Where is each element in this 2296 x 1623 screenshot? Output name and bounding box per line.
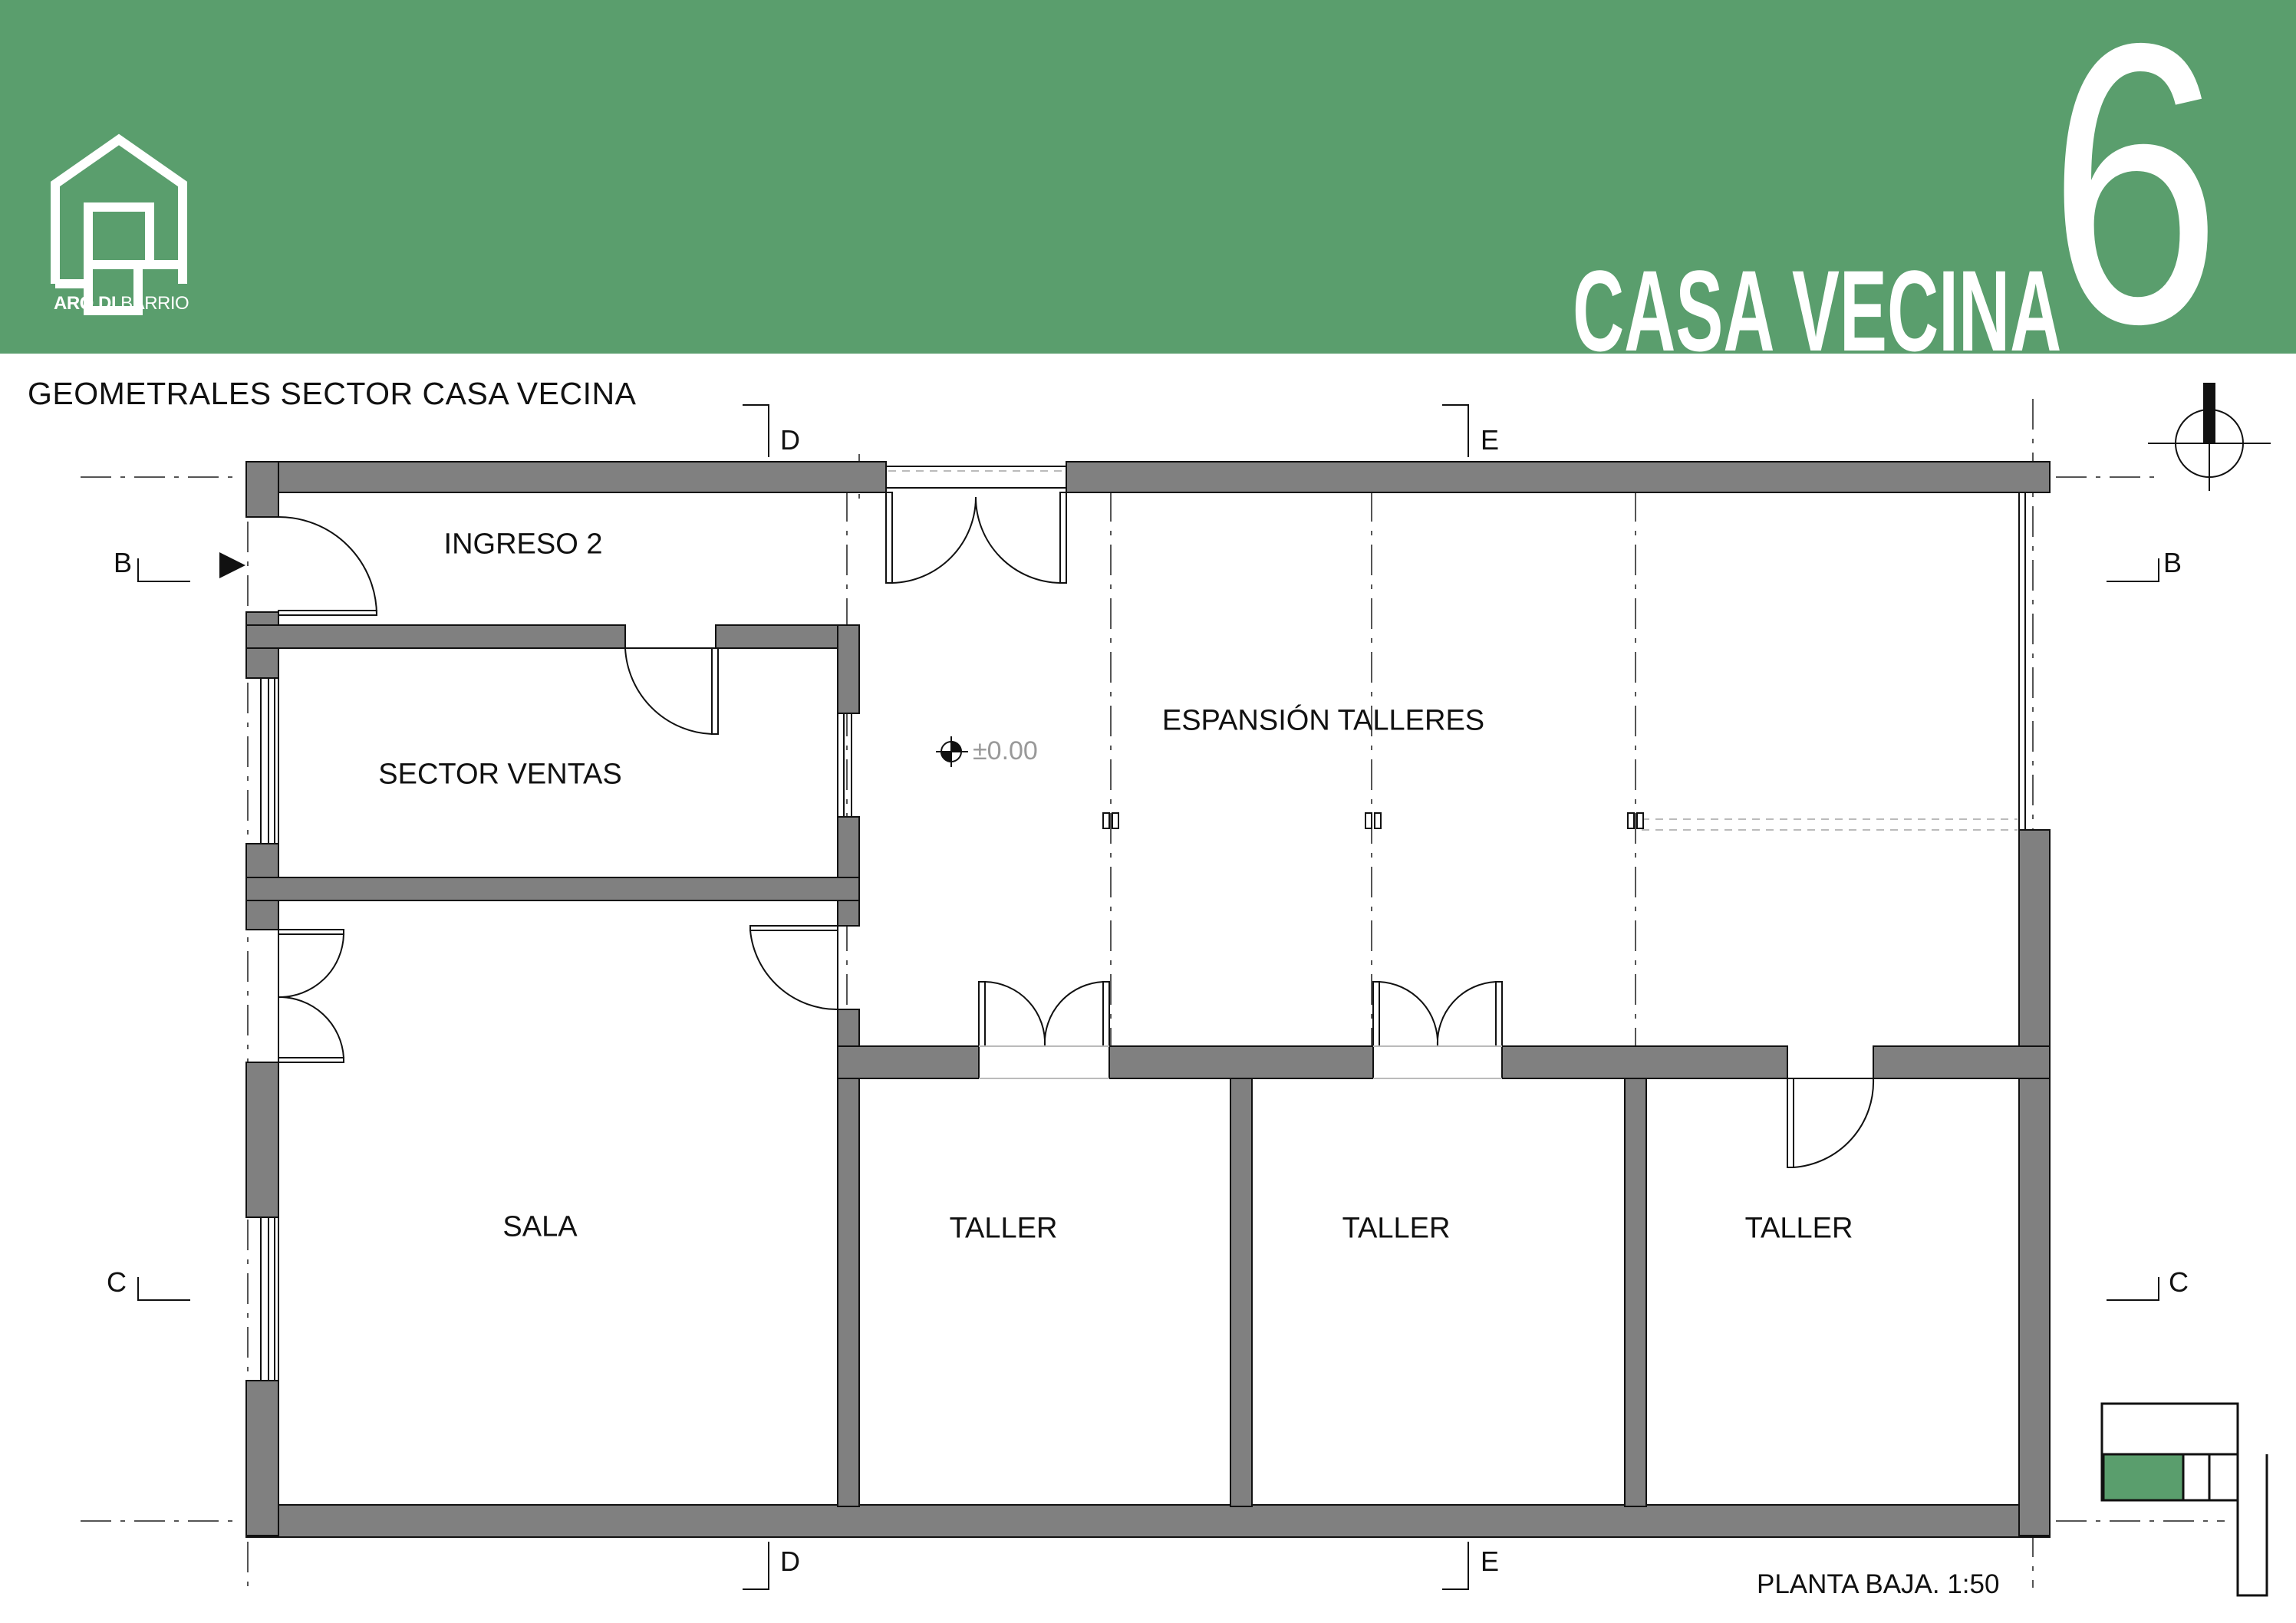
sheet-number: 6 [2048,0,2222,407]
section-mark-e-bottom: E [1480,1546,1500,1577]
section-mark-c-left: C [107,1266,127,1298]
dashed-roof-lines [875,470,2018,831]
section-mark-c-right: C [2169,1266,2189,1298]
key-plan-icon [2100,1402,2268,1597]
room-label-ventas: SECTOR VENTAS [378,758,622,791]
room-label-ingreso: INGRESO 2 [443,528,603,561]
room-label-taller-3: TALLER [1744,1212,1853,1245]
section-mark-b-left: B [113,547,133,578]
column-markers [1102,812,1644,829]
house-logo-icon [51,133,187,315]
level-symbol-icon [936,736,968,767]
logo-wordmark: ARQ DI BARRIO [54,293,189,314]
room-label-expansion: ESPANSIÓN TALLERES [1161,704,1485,737]
section-markers [137,404,2159,1590]
scale-label: PLANTA BAJA. 1:50 [1757,1569,2000,1599]
room-label-taller-1: TALLER [949,1212,1058,1245]
section-mark-d-bottom: D [780,1546,800,1577]
section-mark-d-top: D [780,424,800,456]
sheet-title: GEOMETRALES SECTOR CASA VECINA [28,376,637,411]
north-arrow-icon [2148,383,2271,491]
section-mark-b-right: B [2163,547,2182,578]
windows [260,466,2026,1381]
doors [278,492,1875,1168]
level-marker-text: ±0.00 [973,736,1038,765]
axis-lines [81,399,2225,1588]
walls [245,461,2051,1538]
header-band: ARQ DI BARRIO CASA VECINA 6 [0,0,2296,384]
room-label-sala: SALA [502,1210,578,1243]
section-mark-e-top: E [1480,424,1500,456]
header-title: CASA VECINA [1573,246,2062,375]
entry-arrow-icon [219,552,245,578]
room-label-taller-2: TALLER [1342,1212,1451,1245]
